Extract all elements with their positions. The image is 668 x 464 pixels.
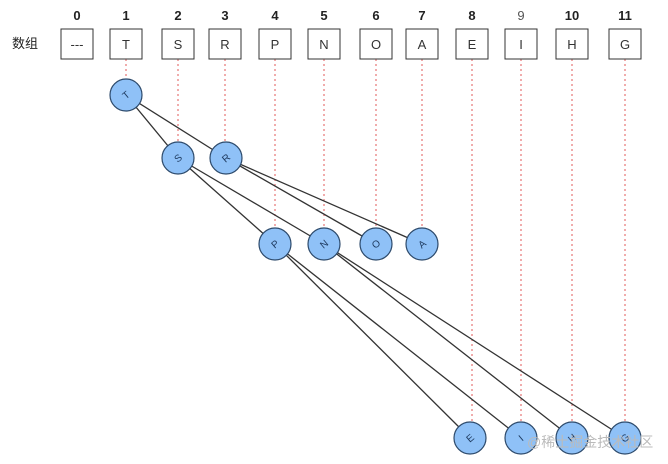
array-cell-6 [359, 28, 393, 60]
tree-node-11 [608, 421, 642, 455]
array-cell-value-6: O [371, 37, 381, 52]
array-index-6: 6 [372, 8, 379, 23]
array-index-8: 8 [468, 8, 475, 23]
tree-node-1 [109, 78, 143, 112]
tree-node-2 [161, 141, 195, 175]
tree-node-6 [359, 227, 393, 261]
array-cell-3 [208, 28, 242, 60]
array-cell-11 [608, 28, 642, 60]
index-guides [125, 59, 626, 422]
array-index-5: 5 [320, 8, 327, 23]
array-index-4: 4 [271, 8, 279, 23]
array-cell-value-3: R [220, 37, 229, 52]
array-cell-0 [60, 28, 94, 60]
tree-node-label-1: T [121, 90, 133, 102]
array-index-1: 1 [122, 8, 129, 23]
tree-edge-3-7 [225, 157, 423, 245]
array-index-2: 2 [174, 8, 181, 23]
tree-edge-4-9 [274, 243, 522, 439]
array-cell-value-4: P [271, 37, 280, 52]
array-index-3: 3 [221, 8, 228, 23]
tree-edge-5-10 [323, 243, 573, 439]
array-cell-8 [455, 28, 489, 60]
tree-node-7 [405, 227, 439, 261]
array-cell-value-10: H [567, 37, 576, 52]
array-cell-5 [307, 28, 341, 60]
array-cell-value-11: G [620, 37, 630, 52]
tree-edge-5-11 [323, 243, 626, 439]
array-cell-10 [555, 28, 589, 60]
array-cell-9 [504, 28, 538, 60]
tree-node-4 [258, 227, 292, 261]
array-index-0: 0 [73, 8, 80, 23]
watermark: @稀土掘金技术社区 [527, 434, 653, 450]
array-index-7: 7 [418, 8, 425, 23]
array-index-11: 11 [618, 8, 632, 23]
array-index-9: 9 [517, 8, 524, 23]
tree-node-9 [504, 421, 538, 455]
array-cell-value-8: E [468, 37, 477, 52]
tree-edge-2-5 [177, 157, 325, 245]
array-cell-value-5: N [319, 37, 328, 52]
array-index-10: 10 [565, 8, 579, 23]
array-cell-value-0: --- [71, 37, 84, 52]
tree-node-8 [453, 421, 487, 455]
array-cells: 0 --- 1T 2S 3R 4P 5N 6O 7A 8E 9I 10H 11G [60, 8, 642, 60]
array-cell-value-1: T [122, 37, 130, 52]
array-cell-value-2: S [174, 37, 183, 52]
tree-edges [125, 94, 626, 439]
array-cell-1 [109, 28, 143, 60]
tree-node-10 [555, 421, 589, 455]
tree-edge-2-4 [177, 157, 276, 245]
tree-edge-4-8 [274, 243, 471, 439]
tree-edge-3-6 [225, 157, 377, 245]
array-cell-value-9: I [519, 37, 523, 52]
tree-node-3 [209, 141, 243, 175]
tree-node-5 [307, 227, 341, 261]
tree-node-label-9: I [517, 434, 526, 444]
array-cell-2 [161, 28, 195, 60]
array-cell-value-7: A [418, 37, 427, 52]
array-label: 数组 [12, 36, 38, 51]
array-cell-4 [258, 28, 292, 60]
tree-edge-1-3 [125, 94, 227, 159]
array-cell-7 [405, 28, 439, 60]
